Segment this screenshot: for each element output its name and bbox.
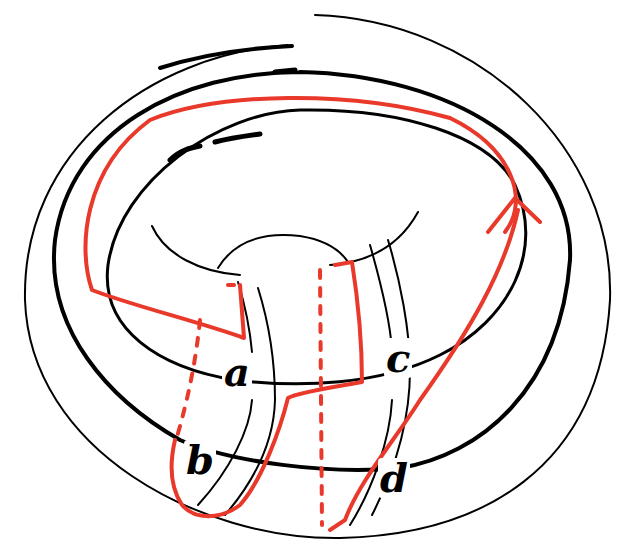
point-label: d (378, 458, 410, 498)
point-label: b (184, 440, 216, 480)
point-label: a (222, 352, 252, 392)
point-label: c (384, 338, 412, 378)
